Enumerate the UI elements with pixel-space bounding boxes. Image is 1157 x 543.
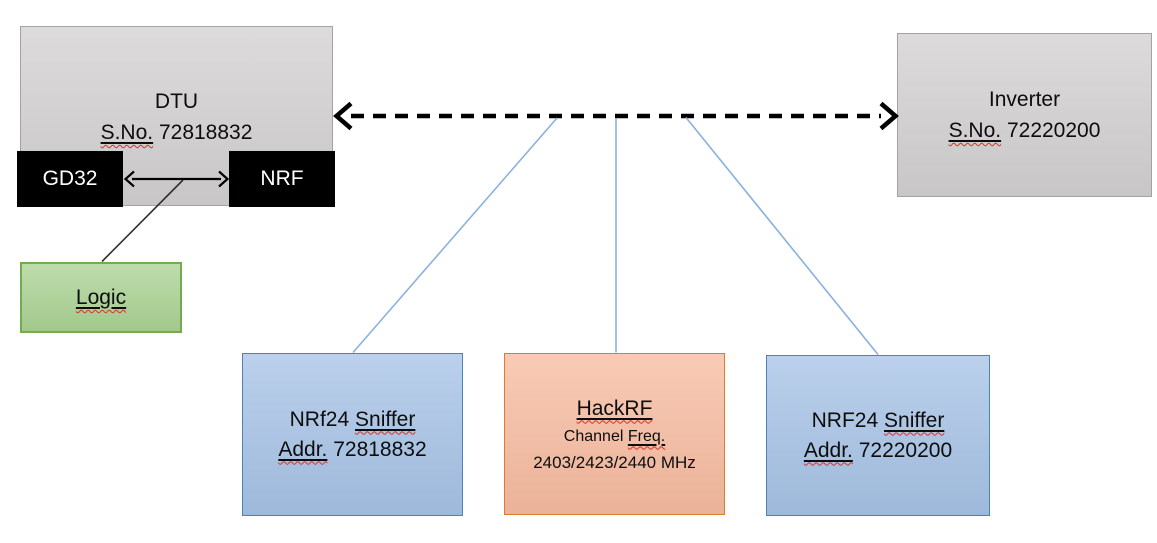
arrowhead-right-icon — [879, 101, 899, 131]
hackrf-title: HackRF — [576, 396, 653, 420]
sniffer-left-addr-line: Addr. 72818832 — [278, 435, 426, 465]
arrowhead-left-icon — [333, 101, 353, 131]
logic-label: Logic — [75, 286, 127, 309]
sniffer-left-connector-line — [352, 117, 558, 354]
inverter-box: Inverter S.No. 72220200 — [897, 33, 1152, 197]
hackrf-freq-word: Freq. — [627, 427, 666, 445]
sniffer-right-addr-label: Addr. — [803, 438, 853, 462]
sniffer-right-addr-value: 72220200 — [858, 438, 953, 462]
dtu-title: DTU — [154, 90, 199, 113]
inverter-serial-label: S.No. — [948, 119, 1002, 142]
hackrf-freq-values: 2403/2423/2440 MHz — [533, 452, 696, 472]
sniffer-left-addr-value: 72818832 — [333, 437, 427, 461]
dtu-serial-label: S.No. — [100, 121, 154, 144]
inverter-serial-number: 72220200 — [1006, 119, 1101, 142]
logic-box: Logic — [20, 262, 182, 333]
sniffer-left-name-prefix: NRf24 — [289, 407, 350, 431]
dtu-serial-line: S.No. 72818832 — [101, 117, 253, 148]
hackrf-title-line: HackRF — [577, 393, 653, 424]
sniffer-left-box: NRf24 Sniffer Addr. 72818832 — [242, 353, 463, 516]
sniffer-left-name-line: NRf24 Sniffer — [290, 405, 416, 435]
sniffer-right-name-flagged: Sniffer — [884, 408, 945, 432]
sniffer-left-addr-label: Addr. — [278, 437, 328, 461]
sniffer-right-name-prefix: NRF24 — [811, 408, 879, 432]
hackrf-channel-word: Channel — [563, 427, 624, 445]
inverter-serial-line: S.No. 72220200 — [949, 115, 1101, 146]
nrf-chip: NRF — [229, 151, 335, 207]
sniffer-right-name-line: NRF24 Sniffer — [812, 406, 945, 436]
dtu-serial-number: 72818832 — [158, 121, 253, 144]
hackrf-box: HackRF Channel Freq. 2403/2423/2440 MHz — [504, 353, 725, 515]
hackrf-channel-line: Channel Freq. — [564, 424, 665, 450]
sniffer-left-name-flagged: Sniffer — [355, 407, 416, 431]
nrf-chip-label: NRF — [260, 167, 304, 190]
gd32-chip-label: GD32 — [42, 167, 98, 190]
sniffer-right-connector-line — [685, 116, 879, 356]
dtu-inverter-dashed-arrow — [333, 101, 899, 131]
inverter-title: Inverter — [988, 88, 1061, 111]
sniffer-right-box: NRF24 Sniffer Addr. 72220200 — [766, 355, 990, 516]
gd32-chip: GD32 — [17, 151, 123, 207]
sniffer-right-addr-line: Addr. 72220200 — [804, 436, 952, 466]
